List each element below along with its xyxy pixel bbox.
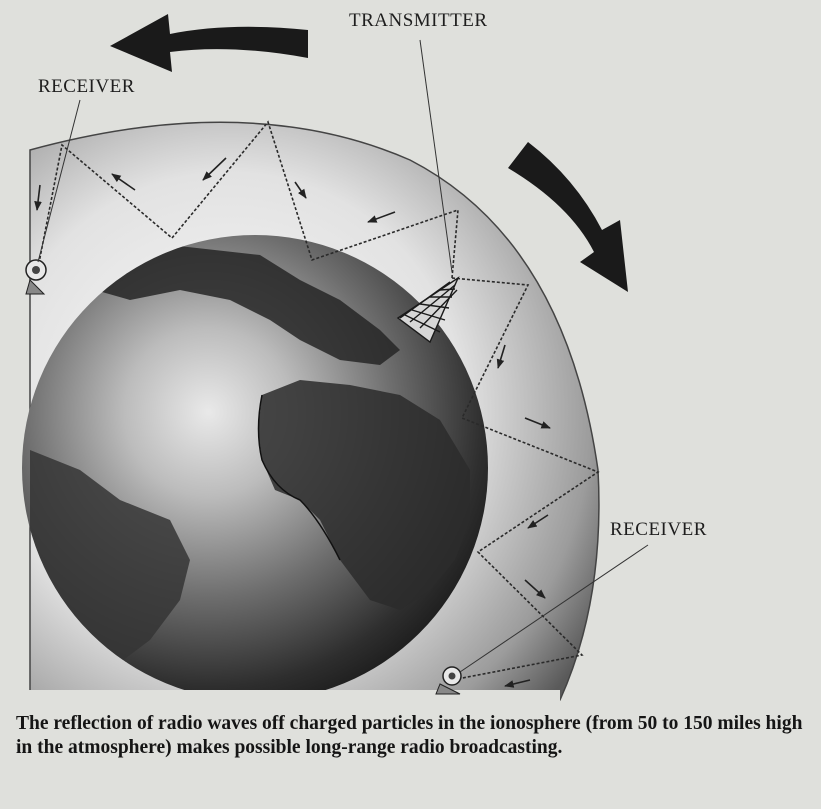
transmitter-tower bbox=[396, 276, 460, 344]
figure-caption: The reflection of radio waves off charge… bbox=[16, 713, 803, 758]
radio-wave-paths bbox=[37, 120, 600, 681]
transmitter-label: TRANSMITTER bbox=[349, 10, 488, 31]
receiver-right-dish bbox=[435, 666, 462, 695]
receiver-right-label: RECEIVER bbox=[610, 519, 707, 540]
receiver-left-label: RECEIVER bbox=[38, 76, 135, 97]
wave-path-right bbox=[451, 277, 600, 681]
earth-globe bbox=[0, 230, 560, 705]
radio-ionosphere-diagram bbox=[0, 14, 649, 705]
rotation-arrow-right bbox=[508, 142, 628, 292]
wave-direction-arrows bbox=[34, 157, 551, 688]
leader-lines bbox=[37, 39, 649, 673]
receiver-left-dish bbox=[25, 259, 47, 295]
wave-path-left bbox=[37, 120, 459, 279]
rotation-arrow-top bbox=[110, 14, 308, 72]
